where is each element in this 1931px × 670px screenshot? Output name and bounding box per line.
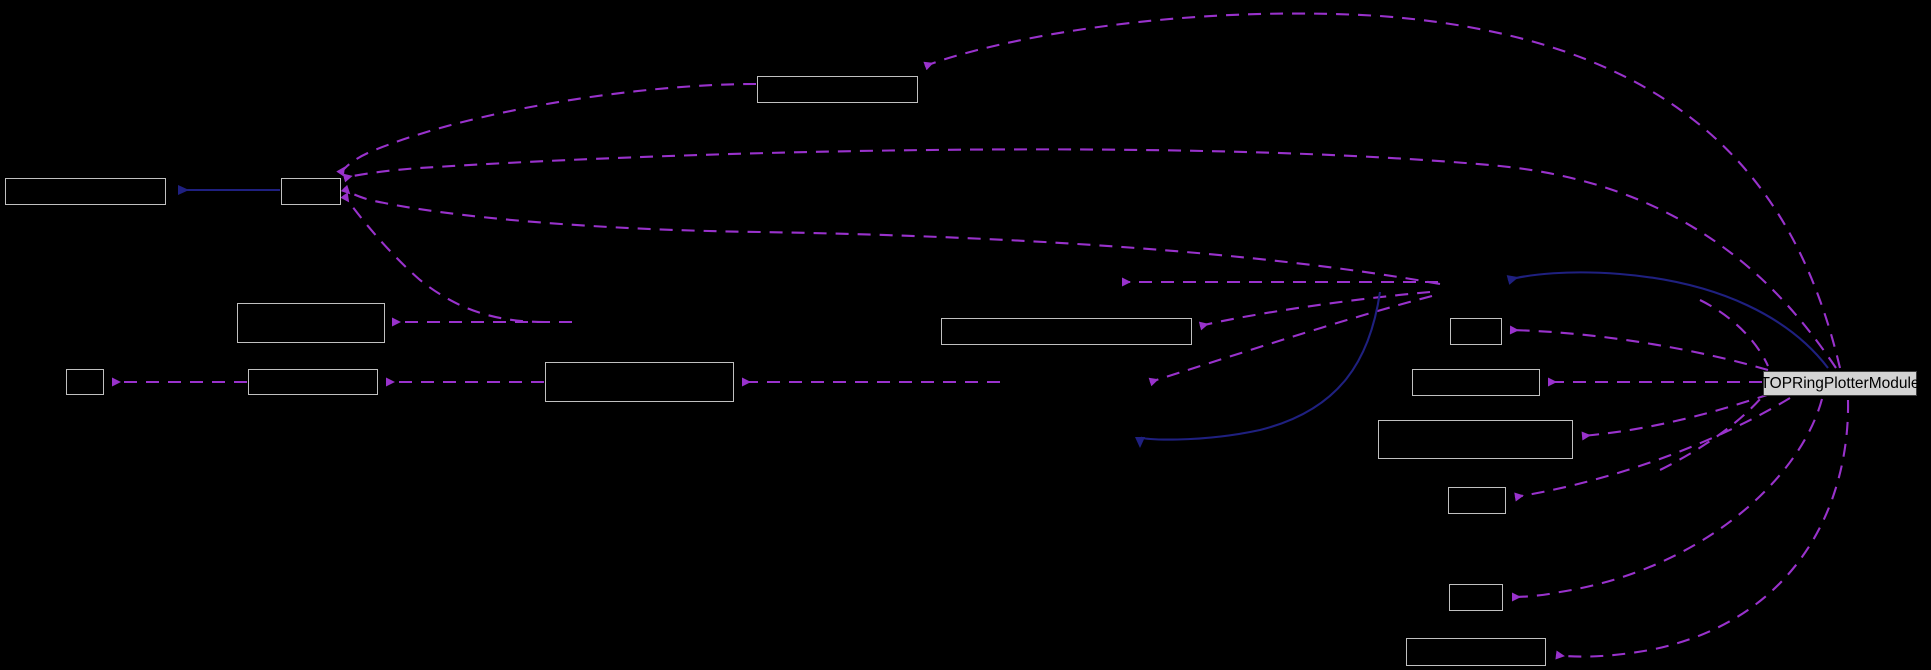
edge-e12	[1509, 325, 1769, 372]
node-n6[interactable]	[248, 369, 378, 395]
node-n9[interactable]	[1450, 318, 1502, 345]
node-n14[interactable]	[1406, 638, 1546, 666]
edge-e3	[342, 148, 1837, 369]
edge-e2	[336, 82, 757, 177]
edge-stub-a	[1699, 299, 1769, 367]
edge-e6	[340, 192, 546, 324]
edge-e17	[1555, 399, 1850, 660]
edge-e19-blue	[1135, 291, 1382, 448]
edge-e11	[1198, 290, 1431, 331]
node-n8[interactable]	[941, 318, 1192, 345]
edge-e15	[1514, 397, 1791, 502]
node-n4[interactable]	[237, 303, 385, 343]
node-topringplottermodule[interactable]: TOPRingPlotterModule	[1760, 371, 1920, 396]
node-label: TOPRingPlotterModule	[1760, 374, 1920, 392]
edge-e16	[1511, 398, 1824, 602]
node-n3[interactable]	[281, 178, 341, 205]
edge-e18-blue-arc	[1506, 271, 1829, 369]
edge-e1	[923, 12, 1842, 369]
node-n1[interactable]	[757, 76, 918, 103]
node-n12[interactable]	[1448, 487, 1506, 514]
edge-e10b	[1148, 294, 1433, 387]
edge-e5	[340, 184, 1441, 286]
node-n10[interactable]	[1412, 369, 1540, 396]
node-n7[interactable]	[545, 362, 734, 402]
node-n2[interactable]	[5, 178, 166, 205]
edge-e14	[1581, 393, 1771, 441]
node-n5[interactable]	[66, 369, 104, 395]
edge-stub-b	[1659, 391, 1767, 471]
node-n11[interactable]	[1378, 420, 1573, 459]
node-n13[interactable]	[1449, 584, 1503, 611]
